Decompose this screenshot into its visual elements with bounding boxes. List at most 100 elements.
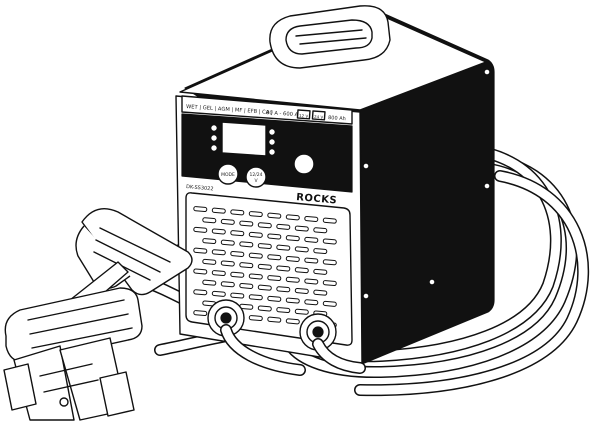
carry-handle [269,5,391,69]
status-led [267,137,277,147]
vent-slot [193,310,208,317]
vent-slot [322,300,337,307]
status-led [267,127,277,137]
vent-slot [230,209,245,216]
vent-slot [230,292,245,299]
vent-slot [220,239,235,246]
vent-slot [230,230,245,237]
vent-slot [294,246,309,253]
vent-slot [239,241,254,248]
vent-slots [193,206,337,328]
mode-button-label: MODE [221,172,235,178]
vent-slot [276,307,291,314]
vent-slot [239,282,254,289]
vent-slot [230,271,245,278]
vent-slot [248,294,263,301]
vent-slot [248,231,263,238]
vent-slot [211,207,226,214]
brand-logo: ROCKS [296,192,338,207]
vent-slot [220,260,235,267]
vent-slot [257,263,272,270]
vent-slot [313,289,328,296]
vent-slot [248,252,263,259]
vent-slot [322,259,337,266]
voltage-select-button[interactable]: 12/24 V [245,166,267,188]
vent-slot [285,318,300,325]
vent-slot [230,250,245,257]
vent-slot [304,236,319,243]
mode-button[interactable]: MODE [217,163,239,185]
screw [483,68,491,76]
voltage-select-label: 12/24 [250,172,263,178]
vent-slot [257,284,272,291]
vent-slot [248,211,263,218]
vent-slot [267,316,282,323]
battery-12v-icon [296,109,311,120]
vent-slot [322,280,337,287]
status-led [209,143,219,153]
vent-slot [285,276,300,283]
screw [362,162,370,170]
vent-slot [304,299,319,306]
voltage-12-label: 12 V [299,113,309,119]
vent-slot [276,244,291,251]
screw [362,292,370,300]
vent-slot [193,247,208,254]
status-led [267,147,277,157]
vent-slot [322,217,337,224]
vent-slot [276,286,291,293]
capacity-label: 800 Ah [328,115,346,122]
vent-slot [285,255,300,262]
vent-slot [267,233,282,240]
vent-slot [304,278,319,285]
vent-slot [211,249,226,256]
vent-slot [294,287,309,294]
vent-slot [285,214,300,221]
vent-slot [276,223,291,230]
vent-slot [285,235,300,242]
vent-slot [267,275,282,282]
screw [428,278,436,286]
cable-loop [284,144,590,397]
vent-slot [193,226,208,233]
model-number: DK-SS3022 [186,184,214,192]
positive-terminal [299,313,337,351]
vent-slot [267,212,282,219]
vent-slot [202,217,217,224]
vent-slot [276,265,291,272]
status-led [209,123,219,133]
vent-slot [220,218,235,225]
clamp-jaw-tips [3,363,135,417]
vent-slot [211,270,226,277]
vent-slot [313,268,328,275]
negative-terminal [207,299,245,337]
vent-slot [202,258,217,265]
vent-slot [239,262,254,269]
vent-slot [193,206,208,213]
power-knob[interactable] [293,153,315,175]
vent-slot [257,222,272,229]
vent-slot [257,243,272,250]
vent-slot [257,305,272,312]
vent-slot [322,238,337,245]
vent-slot [267,254,282,261]
lcd-display [221,121,267,157]
vent-slot [193,289,208,296]
status-led [209,133,219,143]
vent-slot [304,257,319,264]
vent-slot [294,308,309,315]
vent-slot [202,238,217,245]
vent-slot [313,248,328,255]
vent-slot [248,273,263,280]
vent-slot [313,227,328,234]
vent-slot [239,220,254,227]
vent-slot [267,295,282,302]
vent-slot [285,297,300,304]
vent-slot [304,215,319,222]
vent-slot [294,225,309,232]
vent-slot [202,279,217,286]
voltage-24-label: 24 V [314,114,324,120]
vent-slot [211,228,226,235]
